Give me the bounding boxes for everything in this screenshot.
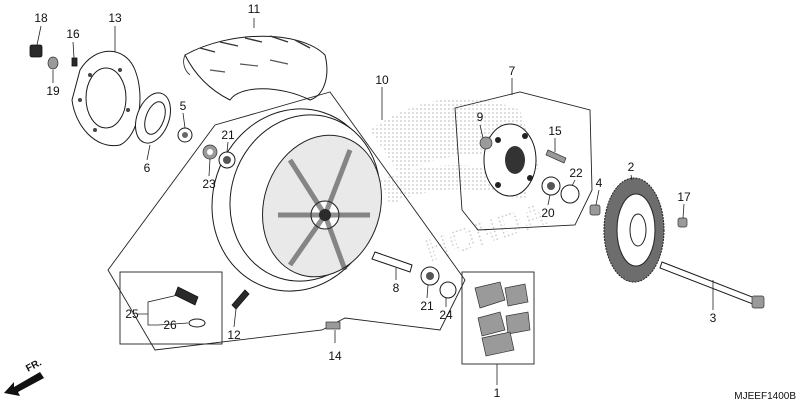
damper-assembly-outline bbox=[461, 271, 535, 365]
valve-kit-outline bbox=[119, 271, 223, 345]
callout-26: 26 bbox=[163, 318, 177, 332]
watermark-text: HONDA bbox=[421, 195, 551, 270]
callout-11: 11 bbox=[248, 2, 261, 16]
bearing-21-lower bbox=[420, 266, 440, 286]
callout-23: 23 bbox=[202, 177, 216, 191]
hub-assembly-outline bbox=[454, 91, 593, 231]
callout-19: 19 bbox=[46, 84, 60, 98]
rear-wheel bbox=[211, 108, 382, 292]
leader-lines bbox=[36, 18, 714, 385]
callout-25: 25 bbox=[125, 307, 139, 321]
front-direction-arrow bbox=[4, 372, 44, 396]
seal-23 bbox=[202, 144, 218, 160]
callout-9: 9 bbox=[477, 110, 484, 124]
callout-6: 6 bbox=[144, 161, 151, 175]
diagram-code: MJEEF1400B bbox=[734, 391, 796, 402]
callout-3: 3 bbox=[710, 311, 717, 325]
callout-10: 10 bbox=[375, 73, 389, 87]
callout-15: 15 bbox=[548, 124, 562, 138]
pin-14 bbox=[325, 321, 341, 330]
stud-15 bbox=[545, 149, 567, 164]
rear-axle bbox=[659, 261, 765, 309]
nut-4 bbox=[589, 204, 601, 216]
callout-22: 22 bbox=[569, 166, 583, 180]
callout-12: 12 bbox=[227, 328, 241, 342]
distance-collar-8 bbox=[371, 251, 413, 273]
callout-5: 5 bbox=[180, 99, 187, 113]
callout-8: 8 bbox=[393, 281, 400, 295]
bolt-16 bbox=[71, 57, 78, 67]
collar-5 bbox=[177, 127, 193, 143]
valve-stem-12 bbox=[231, 289, 250, 310]
callout-18: 18 bbox=[34, 11, 48, 25]
seal-22 bbox=[560, 184, 580, 204]
driven-sprocket bbox=[603, 177, 665, 283]
callout-1: 1 bbox=[494, 386, 501, 400]
callout-4: 4 bbox=[596, 176, 603, 190]
callout-17: 17 bbox=[677, 190, 691, 204]
rear-tire bbox=[183, 35, 328, 101]
brake-disc bbox=[71, 50, 141, 147]
nut-17 bbox=[677, 217, 688, 228]
valve-25 bbox=[174, 286, 199, 306]
callout-2: 2 bbox=[628, 160, 635, 174]
nut-18 bbox=[29, 44, 43, 58]
callout-21-lower: 21 bbox=[420, 299, 434, 313]
callout-21-upper: 21 bbox=[221, 128, 235, 142]
seal-24 bbox=[439, 281, 457, 299]
callout-20: 20 bbox=[541, 206, 555, 220]
collar-9 bbox=[479, 136, 493, 150]
callout-16: 16 bbox=[66, 27, 80, 41]
final-driven-flange bbox=[483, 123, 537, 197]
damper-rubbers bbox=[474, 281, 531, 357]
wheel-assembly-outline bbox=[107, 91, 466, 351]
washer-19 bbox=[47, 56, 59, 70]
dust-seal bbox=[135, 92, 171, 144]
callout-14: 14 bbox=[328, 349, 342, 363]
callout-7: 7 bbox=[509, 64, 516, 78]
front-arrow-label: FR. bbox=[24, 357, 44, 374]
bearing-21-upper bbox=[218, 151, 236, 169]
callout-13: 13 bbox=[108, 11, 122, 25]
o-ring-26 bbox=[188, 318, 206, 328]
callout-24: 24 bbox=[439, 308, 453, 322]
bearing-20 bbox=[541, 176, 561, 196]
